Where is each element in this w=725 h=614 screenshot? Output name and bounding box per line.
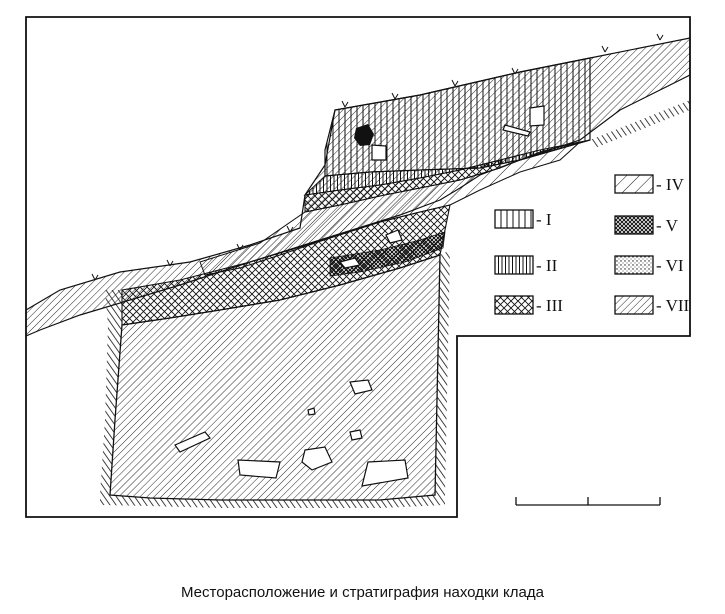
pit-edge-hatching-right — [435, 250, 450, 495]
pit-edge-hatching-left — [100, 290, 122, 495]
stone — [338, 257, 362, 269]
legend-label-III: - III — [536, 296, 563, 315]
legend-swatch-V — [614, 215, 654, 235]
legend-label-VI: - VI — [656, 256, 684, 275]
legend-swatch-IV — [614, 174, 654, 194]
legend-label-V: - V — [656, 216, 679, 235]
stone — [301, 446, 333, 471]
stone — [502, 124, 531, 137]
legend-swatch-I — [494, 209, 534, 229]
legend-swatch-II — [494, 255, 534, 275]
legend-label-VII: - VII — [656, 296, 690, 315]
legend-label-II: - II — [536, 256, 558, 275]
stone — [307, 407, 316, 416]
stone — [361, 459, 409, 487]
legend-swatch-VII — [614, 295, 654, 315]
legend-swatch-VI — [614, 255, 654, 275]
stone — [529, 105, 545, 127]
stone — [237, 459, 281, 479]
legend-swatch-III — [494, 295, 534, 315]
stone — [385, 229, 403, 244]
hoard-find-marker — [354, 124, 374, 146]
grass-tufts — [91, 33, 664, 281]
scale-bar — [515, 497, 661, 506]
stone — [349, 429, 363, 441]
stone — [349, 379, 373, 395]
stone — [174, 431, 211, 453]
legend: - I - II - III - IV - V - VI - VII — [494, 174, 690, 315]
pit-edge-hatching-bottom — [100, 495, 445, 508]
stratigraphy-section-diagram: - I - II - III - IV - V - VI - VII — [25, 16, 691, 518]
figure-caption: Месторасположение и стратиграфия находки… — [181, 584, 544, 601]
legend-label-I: - I — [536, 210, 552, 229]
stones — [174, 105, 545, 487]
surface-hatching-right — [590, 100, 690, 148]
stone — [371, 144, 387, 161]
section-frame — [25, 16, 691, 518]
legend-label-IV: - IV — [656, 175, 685, 194]
